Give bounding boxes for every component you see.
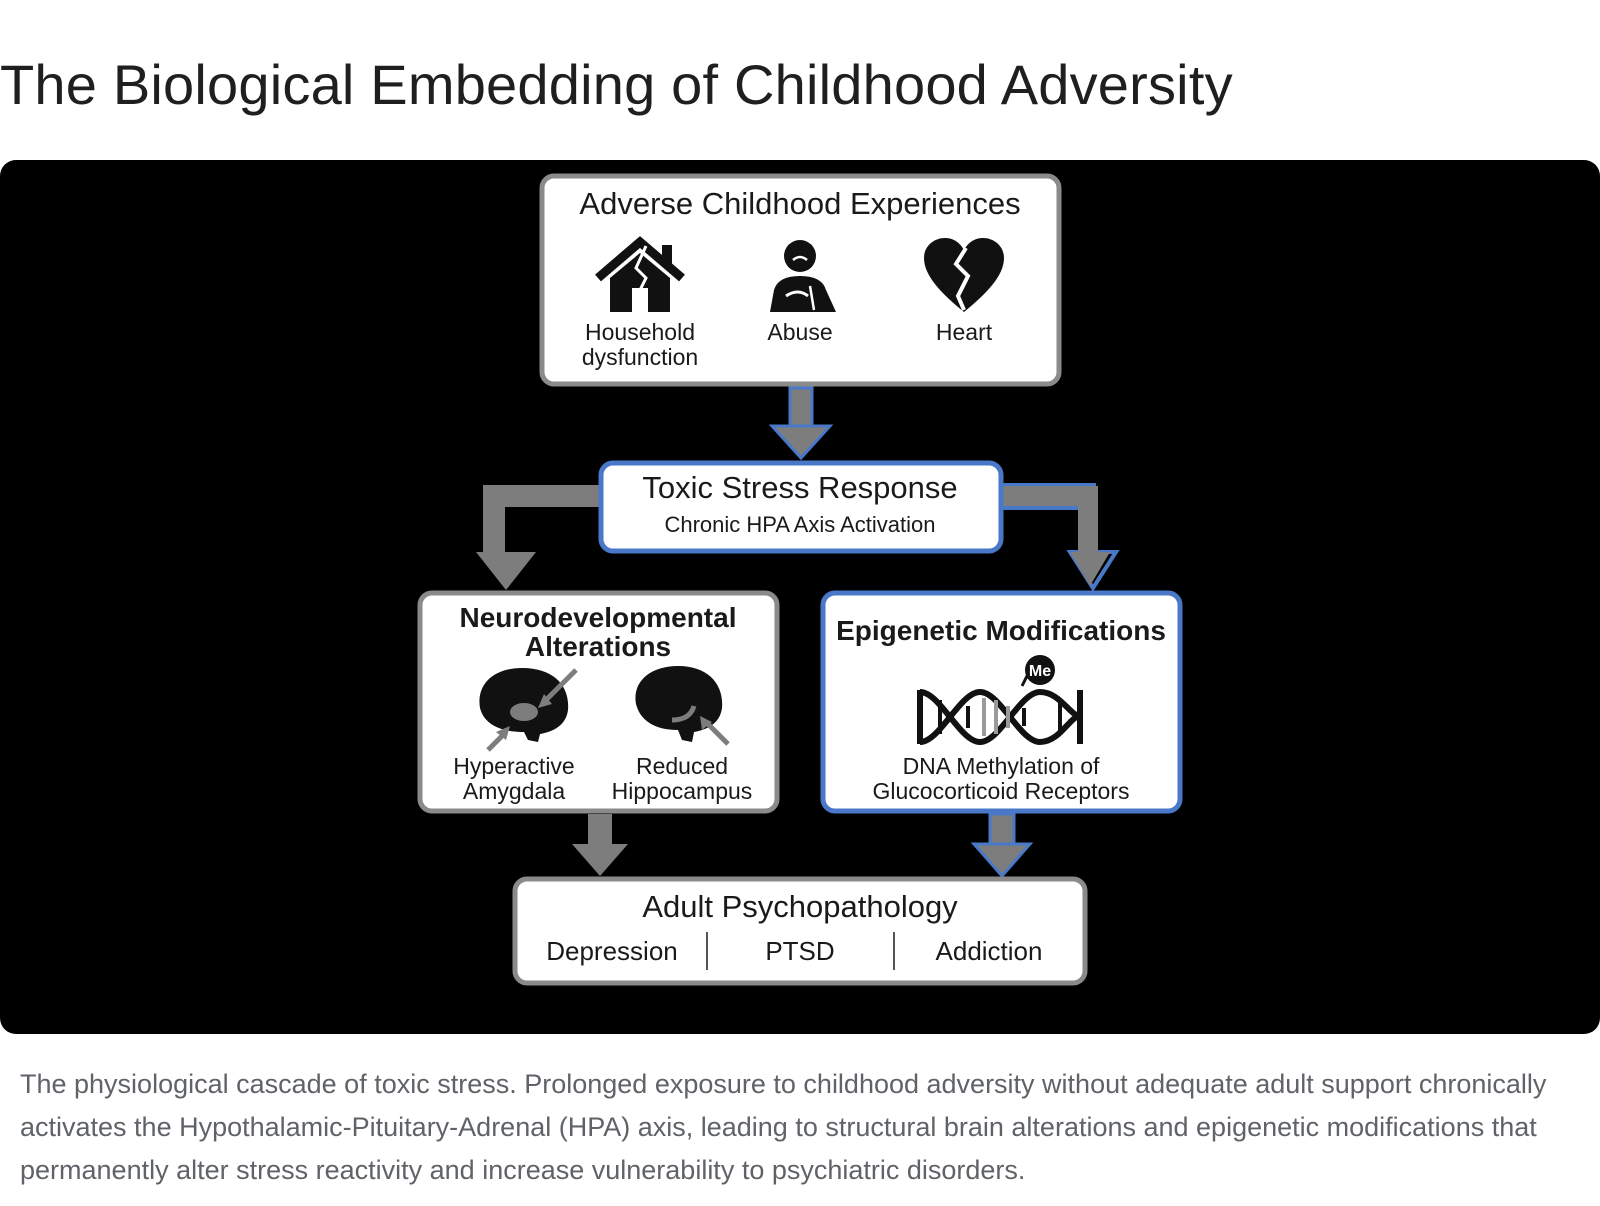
arrow-epi-to-adult: [970, 812, 1034, 879]
outcome-addiction: Addiction: [936, 936, 1043, 966]
aces-item-abuse-label: Abuse: [767, 319, 832, 345]
neuro-box: Neurodevelopmental Alterations Hyperacti…: [417, 590, 780, 814]
stress-title: Toxic Stress Response: [642, 470, 957, 505]
neuro-amygdala-label-2: Amygdala: [463, 778, 565, 804]
distressed-person-icon: [770, 240, 836, 312]
aces-item-heart-label: Heart: [936, 319, 993, 345]
stress-subtitle: Chronic HPA Axis Activation: [664, 512, 935, 537]
aces-title: Adverse Childhood Experiences: [579, 186, 1020, 221]
arrow-stress-to-epi: [998, 483, 1120, 592]
methyl-tag-icon: Me: [1025, 655, 1055, 685]
epi-label-1: DNA Methylation of: [903, 753, 1100, 779]
diagram-canvas: Adverse Childhood Experiences Household …: [417, 173, 1183, 986]
neuro-hippocampus-label-1: Reduced: [636, 753, 728, 779]
arrow-stress-to-neuro: [476, 485, 601, 590]
adult-box: Adult Psychopathology Depression PTSD Ad…: [512, 876, 1088, 986]
page-title: The Biological Embedding of Childhood Ad…: [0, 53, 1233, 116]
broken-heart-icon: [924, 238, 1004, 312]
aces-box: Adverse Childhood Experiences Household …: [539, 173, 1062, 387]
neuro-title-2: Alterations: [525, 631, 671, 662]
brain-hippocampus-icon: [635, 666, 730, 746]
neuro-hippocampus-label-2: Hippocampus: [612, 778, 753, 804]
adult-title: Adult Psychopathology: [642, 889, 958, 924]
diagram-figure: Adverse Childhood Experiences Household …: [0, 160, 1600, 1034]
methyl-tag-label: Me: [1029, 663, 1051, 680]
arrow-aces-to-stress: [768, 386, 834, 461]
stress-box: Toxic Stress Response Chronic HPA Axis A…: [598, 460, 1004, 554]
neuro-amygdala-label-1: Hyperactive: [453, 753, 574, 779]
aces-item-household-label-2: dysfunction: [582, 344, 698, 370]
outcome-depression: Depression: [546, 936, 678, 966]
brain-amygdala-icon: [479, 668, 578, 752]
outcome-ptsd: PTSD: [765, 936, 834, 966]
epi-title: Epigenetic Modifications: [836, 615, 1166, 646]
aces-item-household-label-1: Household: [585, 319, 695, 345]
arrow-neuro-to-adult: [572, 814, 628, 876]
dna-helix-icon: [917, 673, 1083, 746]
neuro-title-1: Neurodevelopmental: [460, 602, 737, 633]
figure-caption: The physiological cascade of toxic stres…: [20, 1069, 1547, 1185]
epi-box: Epigenetic Modifications Me: [820, 590, 1183, 814]
epi-label-2: Glucocorticoid Receptors: [873, 778, 1130, 804]
broken-house-icon: [595, 236, 685, 312]
